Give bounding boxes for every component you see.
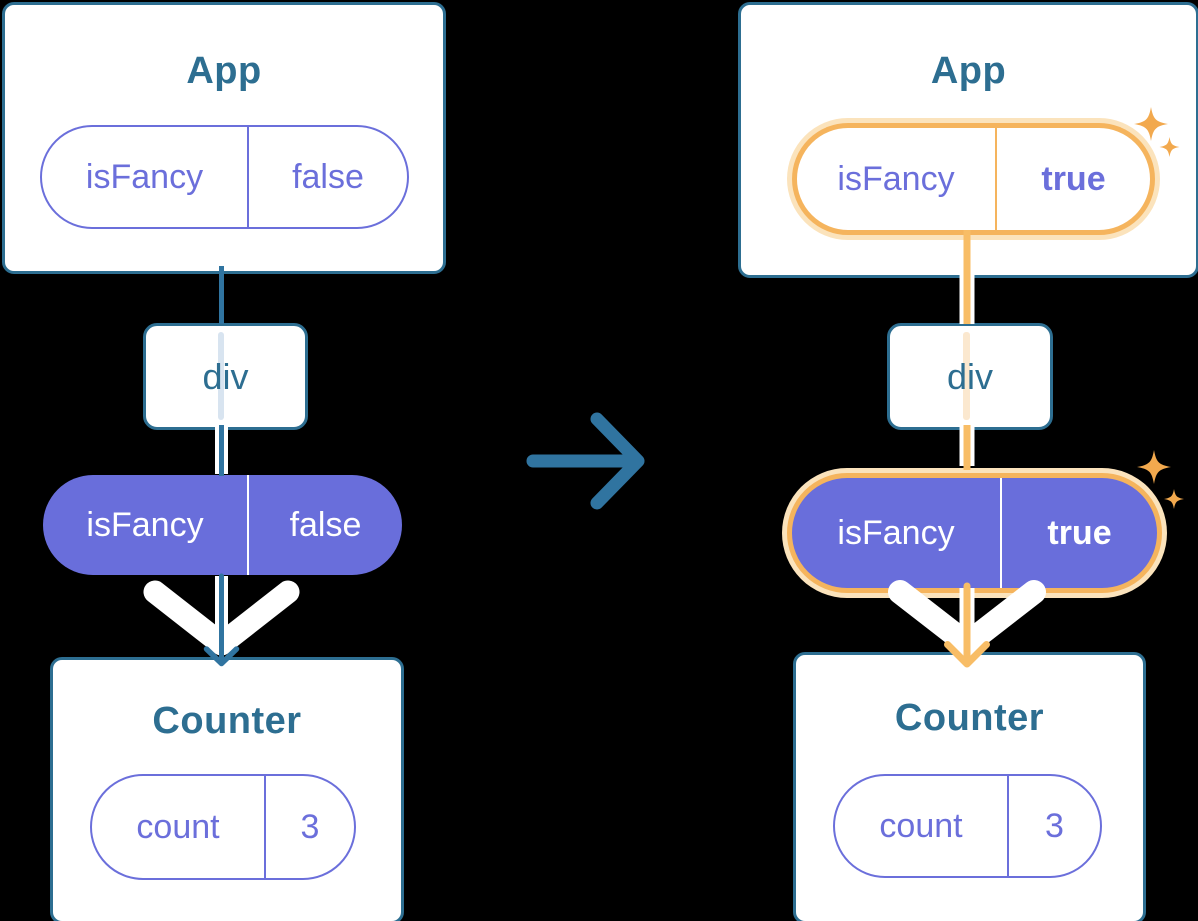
passed-prop-value: true bbox=[1047, 513, 1112, 552]
component-title: App bbox=[186, 50, 262, 92]
state-pill-before: count 3 bbox=[90, 774, 356, 880]
div-label: div bbox=[202, 355, 249, 397]
div-label: div bbox=[946, 355, 994, 397]
passed-prop-value: false bbox=[289, 505, 362, 544]
counter-component-box-before: Counter count 3 bbox=[50, 657, 404, 921]
app-component-box-after: App isFancy true bbox=[738, 2, 1198, 278]
passed-prop-pill-before: isFancy false bbox=[43, 475, 402, 575]
white-chevron-arrow-after bbox=[888, 580, 1046, 656]
passed-prop-pill-after-highlighted: isFancy true bbox=[787, 473, 1162, 593]
sparkle-icon bbox=[1164, 489, 1184, 509]
white-chevron-arrow-before bbox=[143, 580, 300, 656]
component-title: Counter bbox=[894, 697, 1045, 739]
prop-value: false bbox=[292, 157, 364, 196]
component-title: Counter bbox=[152, 700, 302, 742]
component-title: App bbox=[930, 50, 1007, 92]
passed-prop-name: isFancy bbox=[792, 478, 1002, 588]
prop-name: isFancy bbox=[797, 128, 997, 230]
prop-pill-after-highlighted: isFancy true bbox=[792, 123, 1155, 235]
div-element-box-after: div bbox=[887, 323, 1053, 430]
prop-value: true bbox=[1041, 159, 1106, 198]
flow-line-through-div bbox=[963, 332, 970, 420]
prop-name: isFancy bbox=[42, 127, 249, 227]
state-value: 3 bbox=[300, 807, 320, 846]
flow-line-through-div bbox=[218, 332, 224, 420]
state-name: count bbox=[92, 776, 266, 878]
counter-component-box-after: Counter count 3 bbox=[793, 652, 1146, 921]
div-element-box-before: div bbox=[143, 323, 308, 430]
state-name: count bbox=[835, 776, 1009, 876]
app-component-box-before: App isFancy false bbox=[2, 2, 446, 274]
state-value: 3 bbox=[1045, 806, 1064, 845]
transition-arrow-icon bbox=[526, 412, 645, 510]
prop-pill-before: isFancy false bbox=[40, 125, 409, 229]
passed-prop-name: isFancy bbox=[43, 475, 249, 575]
state-pill-after: count 3 bbox=[833, 774, 1102, 878]
